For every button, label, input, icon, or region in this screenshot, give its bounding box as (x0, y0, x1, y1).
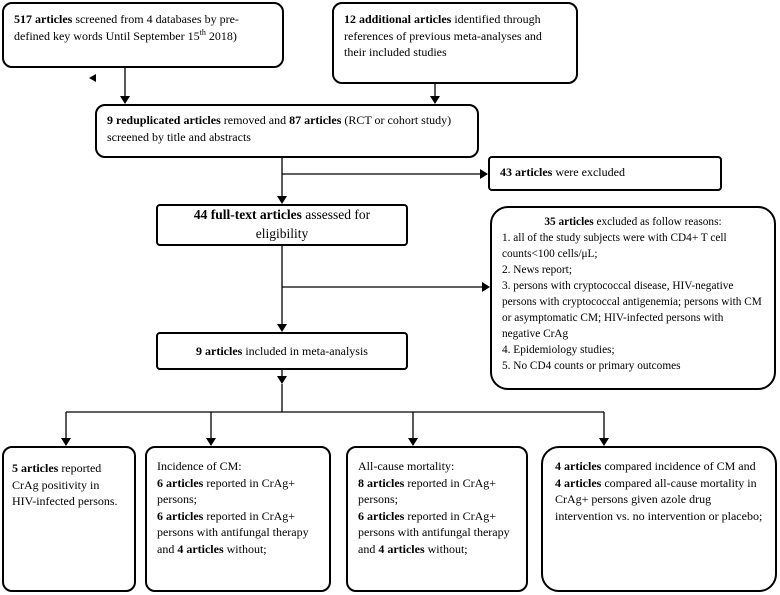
screened-count: 517 articles (14, 12, 73, 26)
excluded-43-box: 43 articles were excluded (488, 156, 722, 191)
exclusion-reason: 5. No CD4 counts or primary outcomes (502, 360, 681, 373)
mortality-heading: All-cause mortality: (358, 459, 455, 473)
screened-title-count: 87 articles (289, 113, 342, 127)
excluded-43-count: 43 articles (500, 165, 553, 179)
incidence-count-3: 4 articles (177, 541, 224, 556)
excluded-35-box: 35 articles excluded as follow reasons: … (490, 206, 776, 390)
exclusion-reason: 3. persons with cryptococcal disease, HI… (502, 280, 762, 341)
incidence-count-2: 6 articles (157, 508, 204, 523)
positivity-count: 5 articles (12, 461, 59, 475)
screened-articles-box: 517 articles screened from 4 databases b… (2, 2, 284, 68)
intervention-comparison-box: 4 articles compared incidence of CM and … (541, 446, 777, 592)
compared-count-2: 4 articles (555, 475, 602, 490)
exclusion-reason: 4. Epidemiology studies; (502, 344, 615, 357)
deduplication-box: 9 reduplicated articles removed and 87 a… (95, 104, 479, 158)
additional-articles-box: 12 additional articles identified throug… (332, 2, 578, 84)
mortality-count-3: 4 articles (378, 541, 425, 556)
all-cause-mortality-box: All-cause mortality: 8 articles reported… (346, 446, 528, 592)
crag-positivity-box: 5 articles reported CrAg positivity in H… (2, 446, 136, 592)
excluded-35-heading: 35 articles excluded as follow reasons: (544, 216, 722, 228)
exclusion-reason: 1. all of the study subjects were with C… (502, 232, 727, 261)
exclusion-reason: 2. News report; (502, 264, 572, 277)
incidence-of-cm-box: Incidence of CM: 6 articles reported in … (145, 446, 331, 592)
compared-count-1: 4 articles (555, 459, 602, 473)
included-count: 9 articles (196, 343, 243, 358)
incidence-count-1: 6 articles (157, 475, 204, 490)
mortality-count-2: 6 articles (358, 508, 405, 523)
included-box: 9 articles included in meta-analysis (156, 332, 408, 370)
incidence-heading: Incidence of CM: (157, 459, 242, 473)
reduplicated-count: 9 reduplicated articles (107, 113, 221, 127)
full-text-count: 44 full-text articles (193, 207, 302, 223)
mortality-count-1: 8 articles (358, 475, 405, 490)
excluded-35-count: 35 articles (544, 216, 594, 228)
additional-count: 12 additional articles (344, 12, 452, 26)
full-text-box: 44 full-text articles assessed for eligi… (156, 204, 408, 246)
